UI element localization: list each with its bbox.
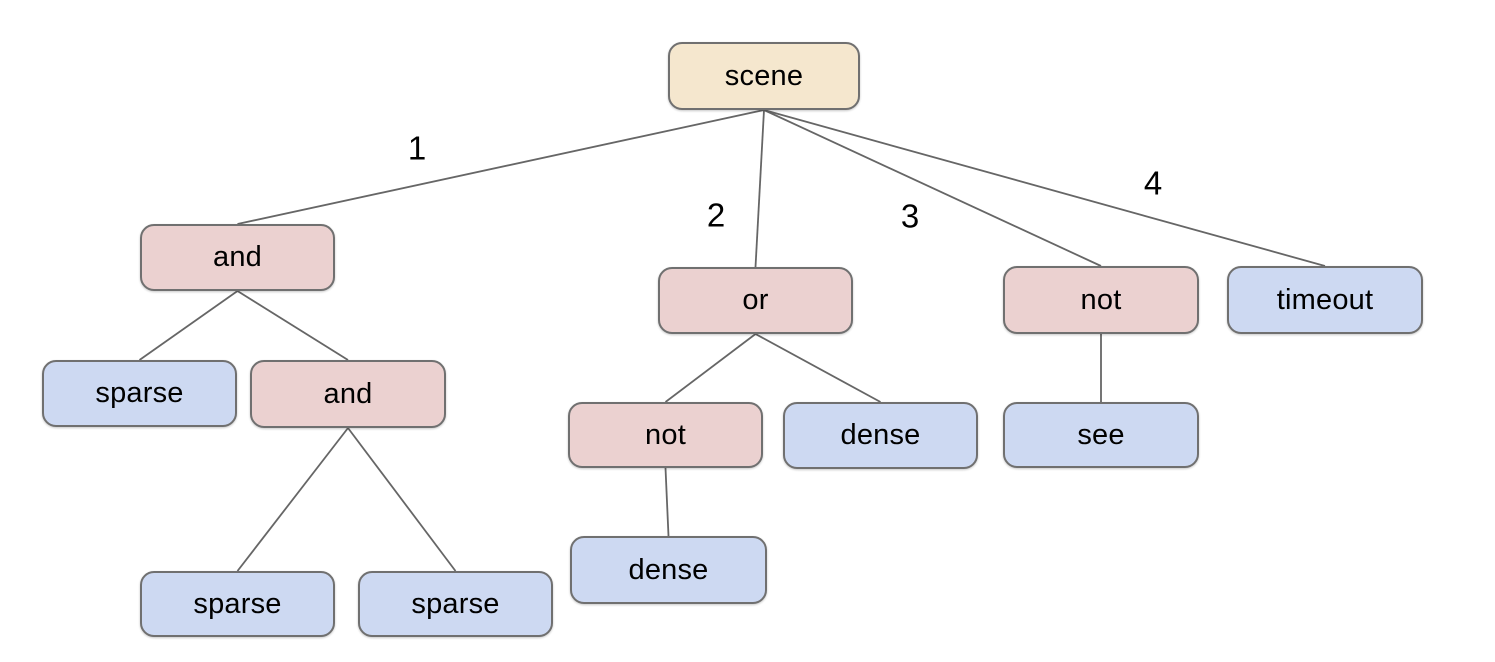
edge-scene-to-not-1 [763,109,1102,267]
tree-node-not-2: not [568,402,763,468]
edge-scene-to-or-1 [754,109,765,268]
node-label: and [323,377,373,410]
tree-node-sparse-1: sparse [42,360,237,427]
edge-and-2-to-sparse-2 [236,427,349,572]
tree-node-or-1: or [658,267,853,334]
tree-node-sparse-2: sparse [140,571,335,637]
edge-order-label-4: 4 [1143,164,1163,202]
node-label: not [1080,283,1122,316]
tree-node-dense-2: dense [570,536,767,604]
edge-scene-to-and-1 [237,109,765,225]
node-label: dense [840,419,921,451]
node-label: scene [724,59,804,92]
tree-node-and-2: and [250,360,446,428]
node-label: or [742,284,769,316]
tree-node-scene: scene [668,42,860,110]
edge-order-label-3: 3 [900,197,920,235]
node-label: not [645,418,686,451]
tree-node-see-1: see [1003,402,1199,468]
tree-node-dense-1: dense [783,402,978,469]
node-label: timeout [1276,283,1374,316]
edge-and-1-to-sparse-1 [138,290,239,361]
tree-node-and-1: and [140,224,335,291]
edge-or-1-to-not-2 [664,333,757,403]
node-label: dense [628,553,709,586]
edge-and-1-to-and-2 [237,290,349,361]
tree-node-timeout-1: timeout [1227,266,1423,334]
edge-and-2-to-sparse-3 [347,427,457,572]
node-label: and [213,241,262,273]
node-label: sparse [193,587,282,620]
edge-or-1-to-dense-1 [755,333,881,403]
node-label: sparse [411,587,500,620]
tree-node-not-1: not [1003,266,1199,334]
node-label: see [1077,418,1125,451]
edge-scene-to-timeout-1 [763,109,1326,267]
edge-not-2-to-dense-2 [664,467,670,537]
tree-node-sparse-3: sparse [358,571,553,637]
node-label: sparse [95,377,184,409]
edge-order-label-2: 2 [706,196,726,234]
edge-order-label-1: 1 [407,129,427,167]
